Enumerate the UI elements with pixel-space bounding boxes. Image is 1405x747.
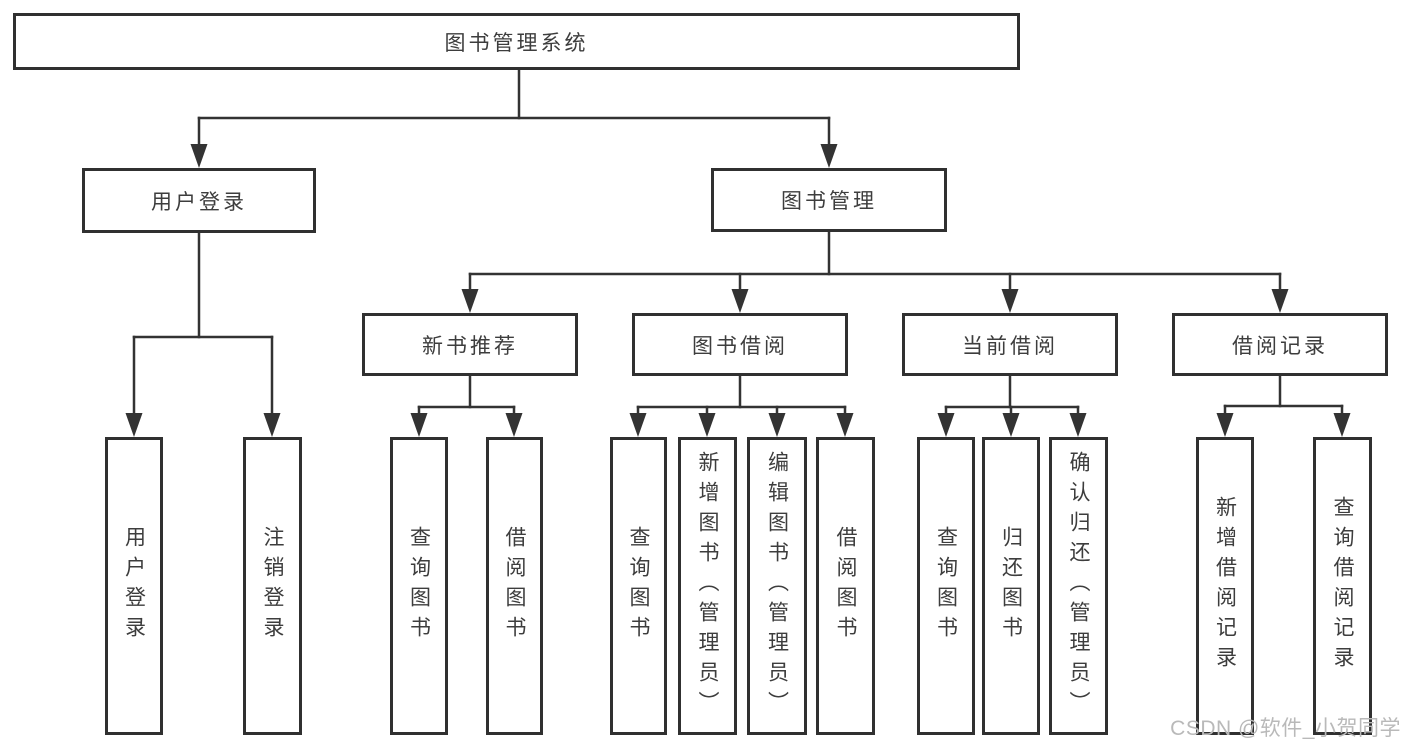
connector-current-borrow-to-leaves [937, 374, 1087, 437]
leaf-user-login-label: 用户登录 [122, 526, 146, 646]
node-new-book-label: 新书推荐 [422, 334, 518, 358]
leaf-current-query-books: 查询图书 [917, 437, 975, 735]
leaf-current-confirm-return-admin: 确认归还（管理员） [1049, 437, 1108, 735]
leaf-current-query-books-label: 查询图书 [934, 526, 958, 646]
leaf-newbook-query-books: 查询图书 [390, 437, 448, 735]
leaf-current-return-books: 归还图书 [982, 437, 1040, 735]
leaf-borrow-query-books: 查询图书 [610, 437, 667, 735]
leaf-current-confirm-return-admin-label: 确认归还（管理员） [1067, 451, 1090, 721]
connector-book-management-to-level3 [461, 230, 1289, 313]
node-book-management-label: 图书管理 [781, 190, 877, 213]
leaf-newbook-borrow-books: 借阅图书 [486, 437, 543, 735]
leaf-records-query-borrow-record: 查询借阅记录 [1313, 437, 1372, 735]
node-borrow-records-label: 借阅记录 [1232, 334, 1328, 358]
leaf-newbook-borrow-books-label: 借阅图书 [503, 526, 526, 646]
node-root-label: 图书管理系统 [444, 31, 589, 55]
node-new-book-recommend: 新书推荐 [362, 313, 578, 376]
node-user-login: 用户登录 [82, 168, 316, 233]
leaf-borrow-query-books-label: 查询图书 [627, 526, 650, 646]
connector-new-book-to-leaves [410, 374, 523, 437]
connector-root-to-level2 [190, 68, 838, 168]
leaf-current-return-books-label: 归还图书 [999, 526, 1023, 646]
leaf-logout-login: 注销登录 [243, 437, 302, 735]
leaf-borrow-edit-books-admin: 编辑图书（管理员） [747, 437, 807, 735]
connector-borrow-record-to-leaves [1216, 374, 1351, 437]
connector-user-login-to-leaves [125, 231, 281, 437]
leaf-borrow-add-books-admin: 新增图书（管理员） [678, 437, 737, 735]
leaf-borrow-edit-books-admin-label: 编辑图书（管理员） [765, 451, 789, 721]
node-borrow-records: 借阅记录 [1172, 313, 1388, 376]
node-current-borrow-label: 当前借阅 [962, 334, 1058, 358]
leaf-newbook-query-books-label: 查询图书 [407, 526, 431, 646]
node-book-borrow-label: 图书借阅 [692, 334, 788, 358]
node-book-management: 图书管理 [711, 168, 947, 232]
node-root: 图书管理系统 [13, 13, 1020, 70]
leaf-borrow-borrow-books: 借阅图书 [816, 437, 875, 735]
leaf-records-query-borrow-record-label: 查询借阅记录 [1331, 496, 1354, 676]
leaf-borrow-borrow-books-label: 借阅图书 [834, 526, 857, 646]
leaf-records-add-borrow-record-label: 新增借阅记录 [1213, 496, 1237, 676]
leaf-logout-login-label: 注销登录 [261, 526, 284, 646]
node-book-borrow: 图书借阅 [632, 313, 848, 376]
node-current-borrow: 当前借阅 [902, 313, 1118, 376]
leaf-records-add-borrow-record: 新增借阅记录 [1196, 437, 1254, 735]
leaf-borrow-add-books-admin-label: 新增图书（管理员） [696, 451, 719, 721]
leaf-user-login: 用户登录 [105, 437, 163, 735]
node-user-login-label: 用户登录 [151, 190, 247, 214]
connector-book-borrow-to-leaves [629, 374, 854, 437]
watermark: CSDN @软件_小贺同学 [1170, 717, 1401, 740]
